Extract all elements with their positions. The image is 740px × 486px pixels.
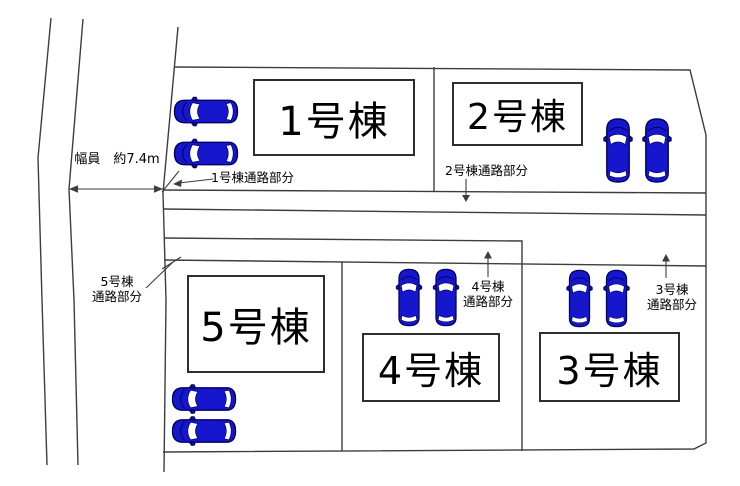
car-icon [603,118,633,183]
lot-line-c-and-divider-3-4 [163,237,523,451]
leader-passage-5 [145,261,174,289]
passage-label-5: 5号棟 通路部分 [87,274,147,304]
passage-label-5-line2: 通路部分 [91,289,142,304]
building-label-4: 4号棟 [377,349,485,393]
passage-3-arrow [662,254,670,278]
road-edge-line-inner [68,18,84,466]
passage-label-4-line1: 4号棟 [471,279,505,294]
lot-line-b [162,208,707,216]
parcel-outline [162,66,707,453]
leader-passage-1 [178,178,214,184]
car-icon [395,268,423,327]
building-label-2: 2号棟 [467,97,568,138]
passage-label-3-line1: 3号棟 [655,282,689,297]
road-edge-line-outer [37,17,52,466]
car-icon [642,118,672,183]
passage-label-2: 2号棟通路部分 [445,163,528,178]
road-width-label: 幅員 約7.4m [74,152,160,167]
passage-label-3-line2: 通路部分 [646,297,697,312]
building-box-4: 4号棟 [362,333,500,402]
car-icon [566,269,593,328]
lot-line-d [163,259,707,267]
passage-label-4: 4号棟 通路部分 [456,279,520,309]
car-icon [173,138,239,169]
car-icon [171,416,237,446]
passage-label-4-line2: 通路部分 [462,294,513,309]
passage-label-5-line1: 5号棟 [100,274,134,289]
dimension-arrowhead-left [69,185,78,193]
car-icon [432,268,460,327]
building-box-2: 2号棟 [452,82,583,146]
passage-label-1: 1号棟通路部分 [211,170,294,185]
dimension-arrowhead-right [154,185,163,193]
passage-2-arrow [462,179,470,202]
passage-label-3: 3号棟 通路部分 [643,282,701,312]
parcel-left-boundary [162,26,179,473]
car-icon [603,269,630,328]
passage-4-arrow [484,251,492,277]
building-box-5: 5号棟 [187,275,325,373]
building-label-5: 5号棟 [200,305,312,351]
building-label-3: 3号棟 [556,348,663,393]
passage-tick-1 [161,170,180,193]
leader-passage-1-arrowhead [173,179,182,187]
car-icon [171,384,237,414]
building-label-1: 1号棟 [278,98,390,145]
building-box-1: 1号棟 [253,79,415,156]
building-box-3: 3号棟 [539,332,680,402]
car-icon [173,96,239,127]
